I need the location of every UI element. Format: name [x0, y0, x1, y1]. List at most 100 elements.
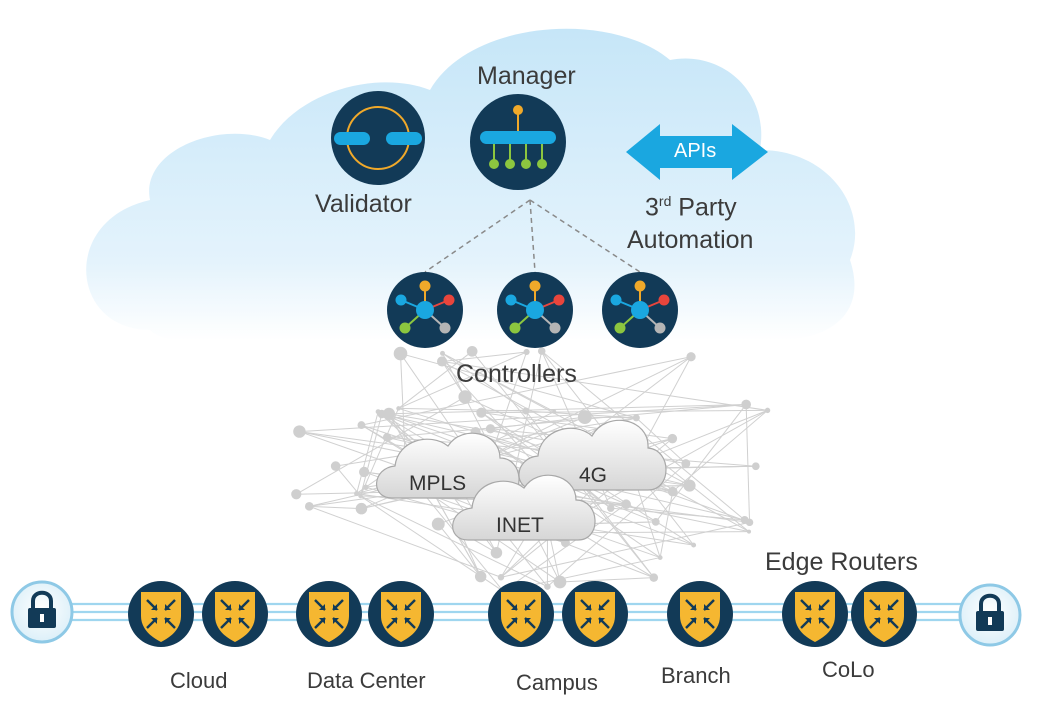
mesh-node: [375, 409, 381, 415]
controllers-group: [387, 272, 678, 348]
mesh-node: [577, 410, 592, 425]
validator-label: Validator: [315, 190, 412, 218]
site-label-colo: CoLo: [822, 657, 875, 682]
mesh-link: [584, 416, 637, 419]
mesh-link: [490, 416, 585, 430]
mesh-node: [474, 570, 487, 583]
mesh-node: [476, 407, 487, 418]
mesh-node: [437, 356, 448, 367]
4g-cloud-shape: [518, 419, 667, 491]
apis-label: APIs: [674, 140, 717, 162]
mesh-node: [396, 406, 401, 411]
mesh-link: [437, 523, 482, 577]
manager-icon: [470, 94, 566, 190]
mesh-node: [497, 574, 505, 581]
control-cloud: [86, 28, 856, 341]
mesh-node: [751, 462, 760, 471]
edge-router-icon: [296, 581, 362, 647]
mesh-link: [356, 411, 379, 494]
edge-routers-group: [128, 581, 917, 647]
edge-routers-label: Edge Routers: [765, 548, 918, 576]
mesh-node: [354, 490, 360, 497]
mesh-node: [358, 493, 363, 499]
mesh-node: [485, 424, 496, 434]
mesh-link: [503, 503, 627, 592]
mesh-link: [559, 577, 654, 583]
mesh-link: [442, 351, 527, 362]
edge-router-icon: [562, 581, 628, 647]
mesh-link: [745, 404, 751, 523]
mesh-link: [442, 360, 768, 411]
site-label-data-center: Data Center: [307, 668, 426, 693]
site-label-campus: Campus: [516, 670, 598, 695]
mesh-node: [431, 517, 445, 531]
mpls-cloud-shape: [376, 432, 520, 499]
mesh-node: [681, 459, 691, 468]
mesh-node: [691, 542, 697, 548]
mesh-node: [523, 348, 530, 356]
mesh-node: [651, 518, 660, 526]
mesh-node: [764, 407, 771, 414]
validator-icon: [331, 91, 425, 185]
third-party-label-line2: Automation: [627, 226, 754, 254]
mesh-node: [686, 352, 696, 362]
manager-label: Manager: [477, 62, 576, 90]
mesh-link: [659, 491, 674, 558]
lock-icon-right: [958, 583, 1022, 647]
site-label-branch: Branch: [661, 663, 731, 688]
mesh-link: [491, 351, 528, 454]
mesh-node: [552, 409, 557, 414]
mesh-link: [296, 396, 466, 495]
mesh-node: [553, 575, 567, 589]
4g-label: 4G: [579, 464, 608, 487]
mesh-node: [544, 583, 551, 590]
mesh-link: [309, 505, 362, 510]
mesh-link: [360, 495, 548, 588]
third-party-superscript: rd: [658, 193, 672, 209]
third-party-label-line1: 3rd Party: [645, 193, 737, 222]
mesh-node: [355, 502, 368, 515]
mesh-node: [291, 489, 302, 500]
edge-router-icon: [782, 581, 848, 647]
inet-cloud-shape: [452, 474, 596, 541]
lock-icon-left: [10, 580, 74, 644]
mesh-node: [667, 433, 678, 444]
mesh-link: [386, 403, 747, 438]
mesh-link: [672, 409, 768, 492]
transport-clouds: [376, 419, 667, 541]
mesh-node: [330, 461, 341, 471]
edge-router-icon: [667, 581, 733, 647]
edge-router-icon: [128, 581, 194, 647]
mesh-node: [537, 347, 546, 355]
mesh-node: [304, 502, 314, 511]
mesh-node: [490, 546, 503, 559]
inet-label: INET: [496, 514, 544, 537]
mesh-link: [398, 351, 527, 409]
mesh-link: [442, 352, 555, 413]
mesh-node: [746, 529, 752, 534]
mesh-node: [745, 518, 754, 527]
mesh-node: [393, 346, 408, 361]
apis-arrow: [626, 124, 768, 180]
mesh-node: [607, 504, 615, 512]
mesh-node: [466, 345, 478, 357]
third-party-word: Party: [671, 193, 737, 222]
controller-icon: [602, 272, 678, 348]
mesh-link: [610, 507, 745, 521]
mesh-link: [309, 505, 502, 578]
edge-router-icon: [488, 581, 554, 647]
mesh-node: [667, 486, 678, 497]
mesh-node: [382, 433, 392, 442]
mesh-node: [683, 479, 696, 492]
mesh-node: [632, 414, 640, 422]
site-label-cloud: Cloud: [170, 668, 228, 693]
mesh-node: [621, 499, 631, 510]
mesh-node: [522, 407, 530, 415]
edge-router-icon: [202, 581, 268, 647]
controller-icon: [497, 272, 573, 348]
mesh-link: [398, 350, 473, 409]
controller-icon: [387, 272, 463, 348]
mesh-link: [635, 417, 687, 464]
mesh-node: [649, 573, 659, 582]
